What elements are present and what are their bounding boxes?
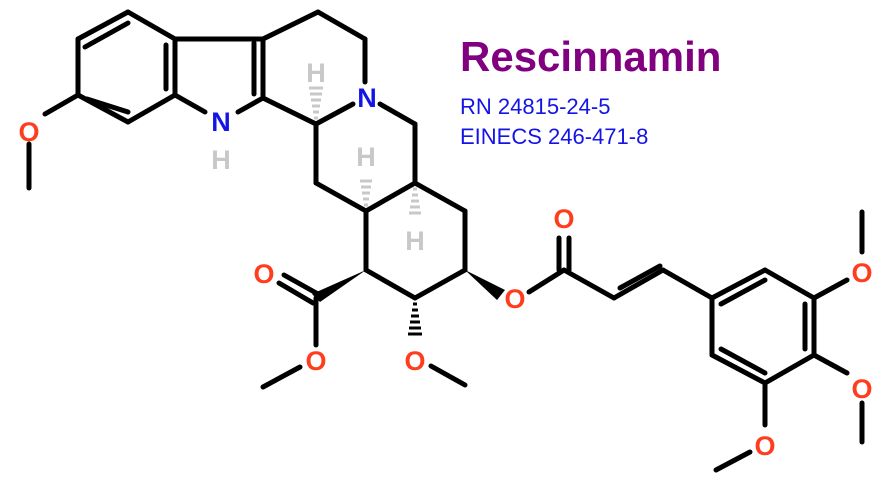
double-bond [82,20,131,50]
double-bond [281,272,321,297]
bond [260,364,303,390]
bond [660,267,715,301]
double-bond [84,96,131,115]
bond [313,180,369,214]
atom-oxygen: O [305,346,326,376]
registry-number: RN 24815-24-5 [460,94,611,119]
double-bond [276,280,316,306]
bond [125,92,178,125]
atom-label-layer: O N H H N H H O O O O O O O O [18,58,872,461]
bond [762,352,817,386]
atom-oxygen: O [18,117,39,147]
bond [811,352,850,376]
atom-nitrogen: N [211,107,231,137]
bond [75,9,131,42]
atom-oxygen: O [553,204,574,234]
bond [611,267,666,301]
bond [363,267,418,301]
bond [315,9,368,42]
atom-oxygen: O [851,374,872,404]
bond [709,352,768,386]
atom-hydrogen: H [356,142,376,172]
double-bond [718,346,768,376]
atom-hydrogen: H [405,226,425,256]
atom-hydrogen: H [211,145,231,175]
atom-oxygen: O [253,259,274,289]
bond [428,363,468,388]
einecs-number: EINECS 246-471-8 [460,124,649,149]
bond-layer [26,9,865,473]
atom-oxygen: O [851,258,872,288]
atom-oxygen: O [404,346,425,376]
bond [762,267,817,301]
bond [260,95,319,127]
double-bond [718,277,768,307]
bond [713,449,753,473]
atom-nitrogen: N [357,83,377,113]
bond [377,101,418,127]
bond [125,9,178,42]
hash-bond-layer [309,86,422,336]
bond [260,9,321,42]
atom-hydrogen: H [306,58,326,88]
bond [561,267,617,301]
bond [526,267,567,295]
bond [412,267,468,301]
bond [709,267,768,301]
bond [42,92,81,117]
compound-name: Rescinnamin [460,33,722,80]
bond [172,92,208,115]
bond [363,180,418,214]
atom-oxygen: O [754,431,775,461]
bond [313,101,356,127]
bond [412,180,468,214]
bond [811,277,850,301]
wedge-bond-layer [312,270,505,302]
atom-oxygen: O [504,284,525,314]
wedge-bond [312,270,366,302]
wedge-bond [465,270,505,300]
bond [235,95,266,115]
double-bond [617,263,663,291]
